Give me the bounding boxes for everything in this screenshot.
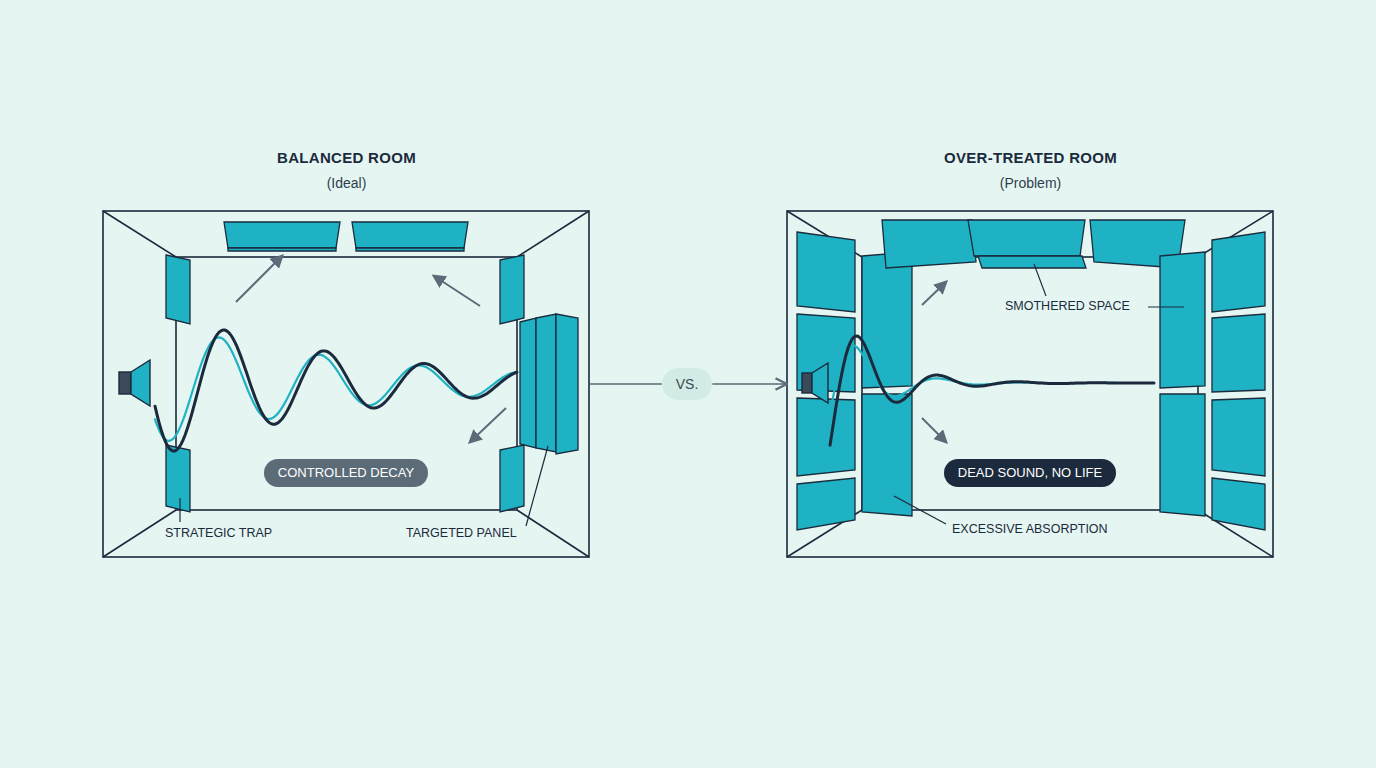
status-pill: CONTROLLED DECAY [264,459,428,487]
sound-waves [155,330,1154,451]
callout-label: TARGETED PANEL [404,526,519,540]
callout-label: STRATEGIC TRAP [163,526,274,540]
pill-text: VS. [676,376,699,392]
leader-lines [180,264,1184,526]
room-subtitle: (Ideal) [103,175,590,191]
room-subtitle: (Problem) [787,175,1274,191]
reflection-arrows [236,256,946,442]
status-pill: VS. [662,368,713,400]
room-panel: BALANCED ROOM (Ideal) CONTROLLED DECAY [103,145,590,558]
room-outline [103,211,1273,557]
room-panel: OVER-TREATED ROOM (Problem) DEAD SOUND, NO… [787,145,1274,558]
room-title: OVER-TREATED ROOM [787,149,1274,166]
status-pill: DEAD SOUND, NO LIFE [944,459,1116,487]
connector-arrow [590,383,662,385]
pill-text: CONTROLLED DECAY [278,465,414,480]
callout-label: EXCESSIVE ABSORPTION [950,522,1110,536]
connector-arrow [712,383,787,385]
acoustic-panels [166,220,1265,530]
pill-text: DEAD SOUND, NO LIFE [958,465,1102,480]
room-title: BALANCED ROOM [103,149,590,166]
callout-label: SMOTHERED SPACE [1003,299,1132,313]
